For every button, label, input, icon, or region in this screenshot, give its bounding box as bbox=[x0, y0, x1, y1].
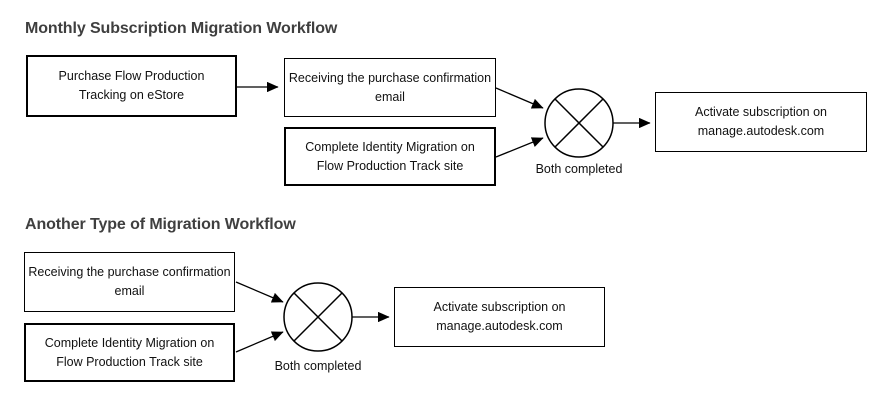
step-identity-migration: Complete Identity Migration on Flow Prod… bbox=[284, 127, 496, 186]
workflow2-connectors bbox=[235, 281, 390, 353]
gateway-label-both-completed: Both completed bbox=[274, 359, 362, 373]
step-purchase-estore: Purchase Flow Production Tracking on eSt… bbox=[26, 55, 237, 117]
arrow-identity-to-gateway bbox=[235, 331, 284, 353]
xor-gateway-icon bbox=[283, 282, 353, 352]
step-activate-subscription: Activate subscription on manage.autodesk… bbox=[394, 287, 605, 347]
step-purchase-confirmation-email: Receiving the purchase confirmation emai… bbox=[24, 252, 235, 312]
arrow-identity-to-gateway bbox=[495, 137, 544, 158]
xor-gateway-icon bbox=[544, 88, 614, 158]
step-purchase-confirmation-email: Receiving the purchase confirmation emai… bbox=[284, 58, 496, 117]
workflow2-title: Another Type of Migration Workflow bbox=[25, 216, 296, 233]
step-identity-migration: Complete Identity Migration on Flow Prod… bbox=[24, 323, 235, 382]
arrow-email-to-gateway bbox=[495, 87, 544, 109]
arrow-email-to-gateway bbox=[235, 281, 284, 303]
workflow1-title: Monthly Subscription Migration Workflow bbox=[25, 20, 338, 37]
gateway-label-both-completed: Both completed bbox=[535, 162, 623, 176]
workflow1-connectors bbox=[237, 81, 651, 158]
step-activate-subscription: Activate subscription on manage.autodesk… bbox=[655, 92, 867, 152]
